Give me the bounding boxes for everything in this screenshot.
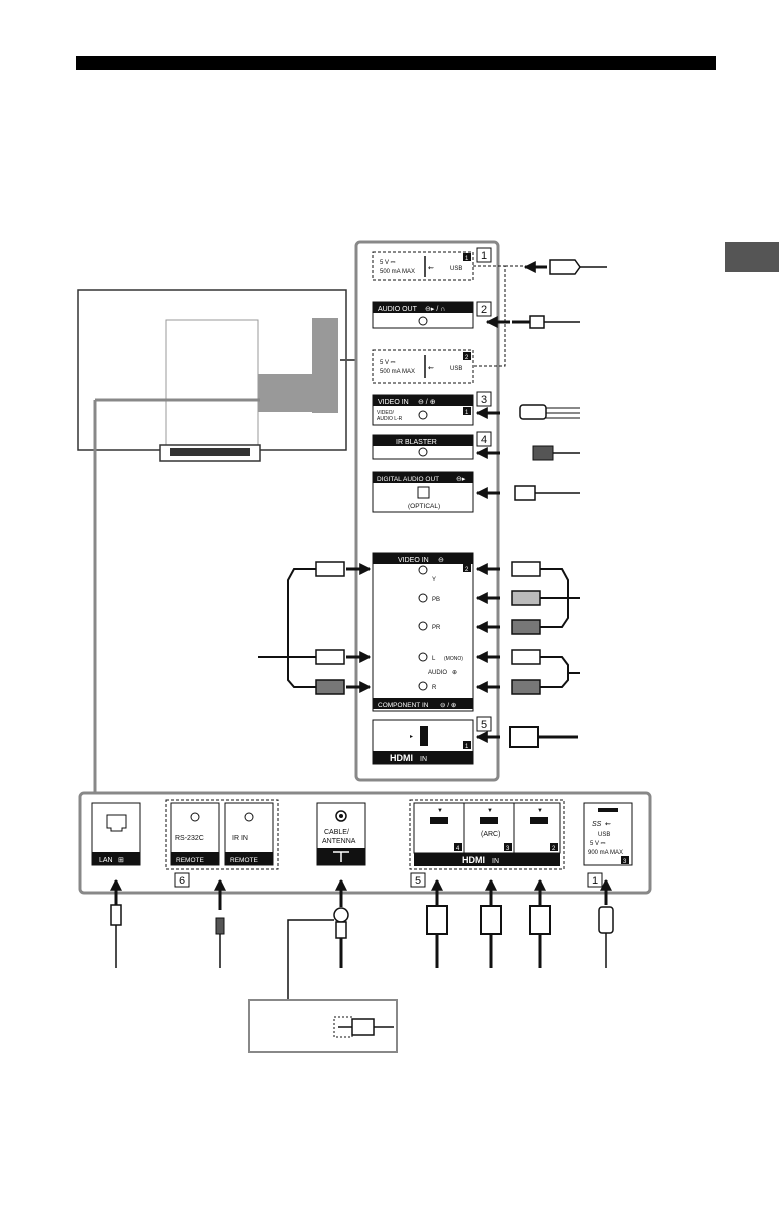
svg-text:⊖▸: ⊖▸ bbox=[456, 476, 466, 483]
video2-number: 2 bbox=[465, 567, 469, 573]
svg-text:⊞: ⊞ bbox=[118, 857, 124, 864]
component-in-ports: VIDEO IN ⊖ 2 Y PB PR L (MONO) AUDIO ⊕ R … bbox=[372, 552, 474, 712]
usb2-label: USB bbox=[450, 366, 462, 372]
callout-3: 3 bbox=[481, 394, 487, 406]
remote-label-1: REMOTE bbox=[176, 857, 204, 864]
video-in-1-port: VIDEO IN ⊖ / ⊕ VIDEO/ AUDIO L-R 1 3 bbox=[372, 391, 492, 426]
usb1-rating-bot: 500 mA MAX bbox=[380, 269, 415, 275]
audio-out-port: AUDIO OUT ⊖▸ / ∩ 2 bbox=[372, 301, 492, 329]
digital-audio-out-port: DIGITAL AUDIO OUT ⊖▸ (OPTICAL) bbox=[372, 471, 474, 513]
usb2-rating-bot: 500 mA MAX bbox=[380, 369, 415, 375]
callout-4: 4 bbox=[481, 434, 487, 446]
remote-label-2: REMOTE bbox=[230, 857, 258, 864]
svg-text:⊖ / ⊕: ⊖ / ⊕ bbox=[418, 399, 436, 406]
hdmi2-number: 2 bbox=[552, 846, 556, 852]
video-audio-label-2: AUDIO L-R bbox=[377, 416, 403, 422]
hdmi-1-side-port: ▸ 1 HDMI IN 5 bbox=[372, 716, 492, 765]
callout-1-bottom: 1 bbox=[592, 875, 598, 887]
mono-label: (MONO) bbox=[444, 656, 463, 662]
component-in-label: COMPONENT IN bbox=[378, 702, 429, 709]
hdmi-side-in-label: IN bbox=[420, 756, 427, 763]
usb-port-1: 5 V ⎓ 500 mA MAX ⇜ USB 1 1 bbox=[372, 247, 492, 281]
video1-number: 1 bbox=[465, 410, 469, 416]
pr-label: PR bbox=[432, 625, 441, 631]
usb-port-3: SS ⇜ USB 5 V ⎓ 900 mA MAX 3 1 bbox=[583, 802, 633, 888]
bottom-cables bbox=[110, 878, 614, 1000]
usb3-label: USB bbox=[598, 832, 610, 838]
ir-in-label: IR IN bbox=[232, 835, 248, 842]
svg-text:▼: ▼ bbox=[487, 808, 493, 814]
rs232c-label: RS-232C bbox=[175, 835, 204, 842]
y-label: Y bbox=[432, 577, 436, 583]
audio-out-label: AUDIO OUT bbox=[378, 306, 418, 313]
svg-text:⇜: ⇜ bbox=[605, 821, 611, 828]
video-in-2-label: VIDEO IN bbox=[398, 557, 429, 564]
svg-text:⇜: ⇜ bbox=[428, 265, 434, 272]
callout-1-top: 1 bbox=[481, 250, 487, 262]
hdmi4-number: 4 bbox=[456, 846, 460, 852]
remote-ports: RS-232C REMOTE IR IN REMOTE 6 bbox=[165, 799, 279, 888]
lan-label: LAN bbox=[99, 857, 113, 864]
digital-audio-out-label: DIGITAL AUDIO OUT bbox=[377, 476, 439, 483]
callout-5-side: 5 bbox=[481, 719, 487, 731]
cable-label-2: ANTENNA bbox=[322, 838, 356, 845]
svg-text:⊕: ⊕ bbox=[452, 670, 457, 676]
usb3-rating-top: 5 V ⎓ bbox=[590, 841, 606, 847]
hdmi-bottom-in-label: IN bbox=[492, 858, 499, 865]
video-audio-label: VIDEO/ bbox=[377, 410, 395, 416]
ir-blaster-port: IR BLASTER 4 bbox=[372, 431, 492, 460]
usb3-number: 3 bbox=[623, 859, 627, 865]
video-in-label: VIDEO IN bbox=[378, 399, 409, 406]
audio-label: AUDIO bbox=[428, 670, 447, 676]
section-tab bbox=[725, 242, 779, 272]
svg-text:▸: ▸ bbox=[410, 734, 413, 740]
ss-label: SS bbox=[592, 821, 602, 828]
svg-text:⊖ / ⊕: ⊖ / ⊕ bbox=[440, 702, 457, 709]
lan-port: LAN ⊞ bbox=[91, 802, 141, 866]
usb2-rating-top: 5 V ⎓ bbox=[380, 360, 396, 366]
rca-left bbox=[258, 561, 372, 695]
pb-label: PB bbox=[432, 597, 440, 603]
svg-text:▼: ▼ bbox=[437, 808, 443, 814]
hdmi3-number: 3 bbox=[506, 846, 510, 852]
callout-2: 2 bbox=[481, 304, 487, 316]
antenna-detail-box bbox=[248, 999, 398, 1053]
hdmi-side-label: HDMI bbox=[390, 753, 413, 763]
r-label: R bbox=[432, 685, 437, 691]
svg-text:⊖: ⊖ bbox=[438, 557, 444, 564]
l-label: L bbox=[432, 656, 436, 662]
cable-label-1: CABLE/ bbox=[324, 829, 349, 836]
hdmi-bottom-label: HDMI bbox=[462, 855, 485, 865]
rca-right bbox=[475, 561, 580, 695]
arc-label: (ARC) bbox=[481, 831, 500, 838]
callout-6: 6 bbox=[179, 875, 185, 887]
hdmi-bottom-ports: ▼ ▼ (ARC) ▼ 4 3 2 HDMI IN 5 bbox=[409, 799, 565, 888]
hdmi1-number: 1 bbox=[465, 744, 469, 750]
usb2-number: 2 bbox=[465, 355, 469, 361]
header-bar bbox=[76, 56, 716, 70]
svg-text:▼: ▼ bbox=[537, 808, 543, 814]
usb1-rating-top: 5 V ⎓ bbox=[380, 260, 396, 266]
side-cables bbox=[475, 259, 607, 748]
svg-text:⊖▸ / ∩: ⊖▸ / ∩ bbox=[425, 306, 445, 313]
callout-5-bottom: 5 bbox=[415, 875, 421, 887]
usb1-label: USB bbox=[450, 266, 462, 272]
usb1-number: 1 bbox=[465, 256, 469, 262]
optical-label: (OPTICAL) bbox=[408, 503, 440, 510]
ir-blaster-label: IR BLASTER bbox=[396, 439, 437, 446]
svg-text:⇜: ⇜ bbox=[428, 365, 434, 372]
cable-antenna-port: CABLE/ ANTENNA bbox=[316, 802, 366, 866]
usb-port-2: 5 V ⎓ 500 mA MAX ⇜ USB 2 bbox=[372, 349, 474, 384]
usb3-rating-bot: 900 mA MAX bbox=[588, 850, 623, 856]
tv-rear-illustration bbox=[77, 289, 356, 792]
